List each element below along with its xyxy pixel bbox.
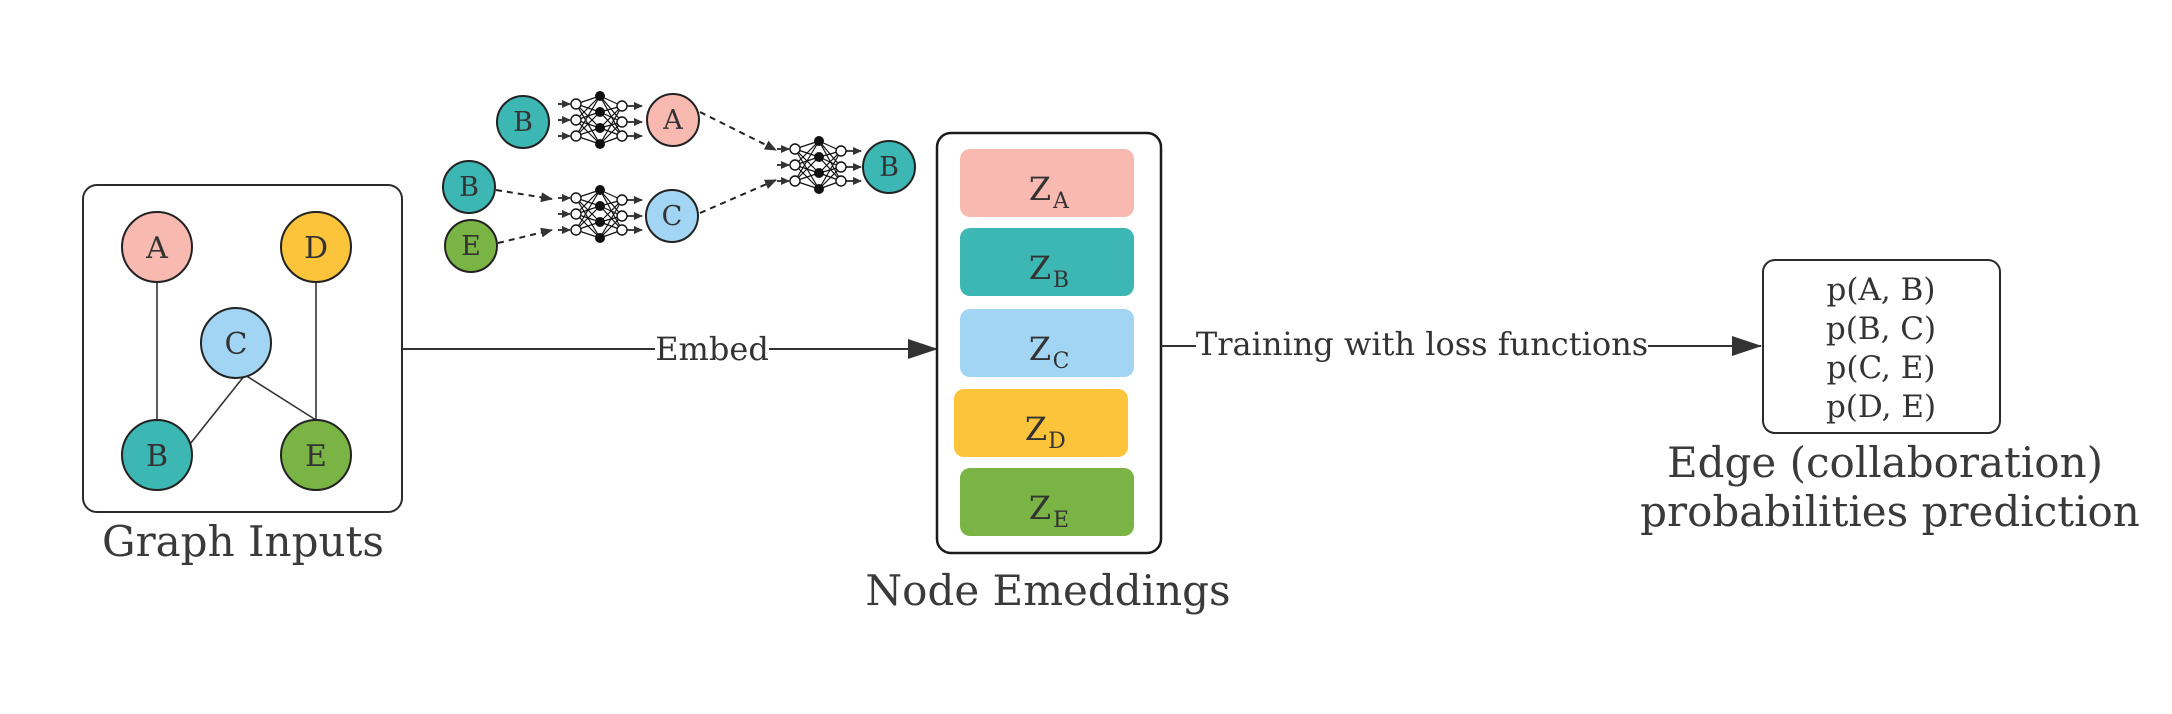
- graph-node-d: D: [280, 211, 352, 283]
- neural-network-icon: [558, 91, 642, 149]
- graph-node-c: C: [200, 307, 272, 379]
- mp-arrow-a-to-nn: [699, 111, 777, 151]
- graph-inputs-panel: A D C B E Graph Inputs: [82, 184, 403, 566]
- prediction-line: p(B, C): [1826, 311, 1936, 347]
- neural-network-icon: [558, 185, 642, 243]
- svg-text:B: B: [513, 107, 533, 138]
- svg-text:Z: Z: [1029, 170, 1051, 208]
- mp-node-b-out: B: [862, 140, 916, 194]
- svg-text:A: A: [662, 105, 683, 136]
- predictions-panel: p(A, B) p(B, C) p(C, E) p(D, E) Edge (co…: [1640, 259, 2140, 536]
- predictions-caption-line2: probabilities prediction: [1640, 487, 2140, 536]
- svg-text:Z: Z: [1025, 410, 1047, 448]
- svg-text:E: E: [1053, 508, 1069, 533]
- svg-text:Z: Z: [1029, 330, 1051, 368]
- node-embeddings-panel: Z A Z B Z C Z D Z E Node Emeddings: [865, 131, 1231, 615]
- svg-text:B: B: [146, 439, 168, 474]
- embedding-z-c: Z C: [960, 309, 1134, 377]
- neural-network-icon: [777, 136, 861, 194]
- graph-edge-c-b: [189, 374, 246, 445]
- embedding-z-d: Z D: [954, 389, 1128, 457]
- prediction-line: p(A, B): [1827, 272, 1936, 308]
- mp-node-b-top: B: [496, 95, 550, 149]
- embedding-z-a: Z A: [960, 149, 1134, 217]
- svg-text:E: E: [305, 439, 327, 474]
- svg-text:A: A: [145, 231, 168, 266]
- embedding-z-e: Z E: [960, 468, 1134, 536]
- mp-arrow-e-to-nn: [497, 227, 553, 244]
- svg-text:Z: Z: [1029, 249, 1051, 287]
- graph-inputs-caption: Graph Inputs: [102, 517, 384, 566]
- graph-node-b: B: [121, 419, 193, 491]
- svg-text:D: D: [1048, 429, 1066, 454]
- mp-node-b-mid: B: [442, 160, 496, 214]
- predictions-box: [1762, 259, 2001, 434]
- svg-text:B: B: [459, 172, 479, 203]
- svg-text:A: A: [1052, 189, 1070, 214]
- training-label: Training with loss functions: [1196, 325, 1648, 363]
- svg-text:B: B: [879, 152, 899, 183]
- mp-node-e: E: [444, 219, 498, 273]
- prediction-line: p(C, E): [1827, 350, 1936, 386]
- svg-text:C: C: [1053, 349, 1070, 374]
- svg-text:D: D: [304, 231, 328, 266]
- prediction-line: p(D, E): [1826, 389, 1936, 425]
- graph-node-a: A: [121, 211, 193, 283]
- svg-text:C: C: [662, 201, 683, 232]
- embedding-z-b: Z B: [960, 228, 1134, 296]
- svg-text:C: C: [225, 327, 248, 362]
- mp-node-a: A: [646, 93, 700, 147]
- svg-text:Z: Z: [1029, 489, 1051, 527]
- svg-text:B: B: [1053, 268, 1069, 293]
- mp-node-c: C: [645, 189, 699, 243]
- svg-text:E: E: [461, 231, 481, 262]
- embed-label: Embed: [655, 330, 769, 368]
- training-arrow: Training with loss functions: [1161, 322, 1762, 364]
- mp-arrow-c-to-nn: [699, 179, 777, 214]
- embed-arrow: Embed: [402, 330, 938, 368]
- message-passing-sketch: B A B E C B: [442, 91, 916, 273]
- graph-edge-c-e: [244, 374, 317, 421]
- mp-arrow-b-to-nn: [495, 189, 553, 203]
- graph-node-e: E: [280, 419, 352, 491]
- node-embeddings-caption: Node Emeddings: [865, 566, 1230, 615]
- predictions-caption-line1: Edge (collaboration): [1667, 438, 2103, 487]
